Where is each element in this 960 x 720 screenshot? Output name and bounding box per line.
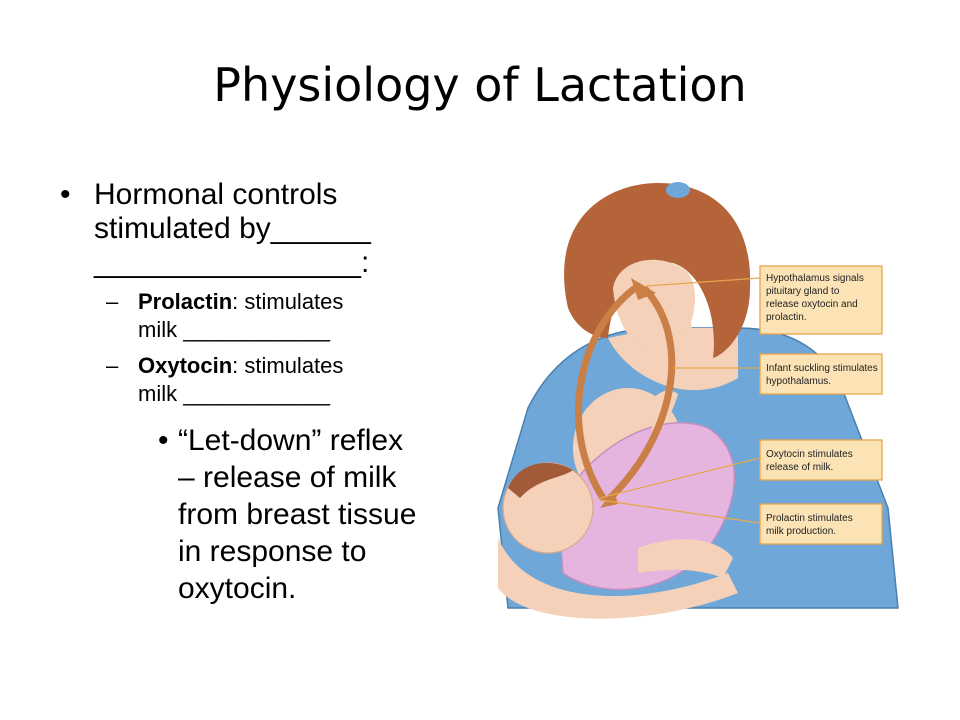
subbullet-prolactin: – Prolactin: stimulates milk ___________… — [60, 288, 460, 344]
callout-prolactin: Prolactin stimulates milk production. — [759, 503, 883, 545]
callout-line: Hypothalamus signals — [766, 273, 864, 284]
subbullet-line: milk ____________ — [138, 317, 331, 342]
bullet-dot-icon: • — [60, 178, 71, 211]
callout-leader-line — [599, 499, 761, 524]
callout-line: Infant suckling stimulates — [766, 363, 878, 374]
lactation-illustration: Hypothalamus signals pituitary gland to … — [497, 182, 899, 619]
callout-oxytocin: Oxytocin stimulates release of milk. — [759, 439, 883, 481]
letdown-line: “Let-down” reflex — [178, 424, 404, 457]
prolactin-text: : stimulates — [232, 289, 344, 314]
term-prolactin: Prolactin — [138, 289, 233, 314]
bullet-line: Hormonal controls — [94, 178, 338, 211]
callout-line: release oxytocin and — [766, 299, 858, 310]
letdown-line: in response to — [178, 535, 367, 568]
callout-leader-line — [599, 457, 761, 499]
bullet-line: ________________: — [94, 246, 370, 279]
mother-hand-shape — [638, 539, 733, 578]
callout-line: Oxytocin stimulates — [766, 449, 853, 460]
oxytocin-text: : stimulates — [232, 353, 344, 378]
callout-line: pituitary gland to — [766, 286, 840, 297]
callout-hypothalamus: Hypothalamus signals pituitary gland to … — [759, 265, 883, 335]
callout-line: Prolactin stimulates — [766, 513, 853, 524]
bullet-hormonal-controls: • Hormonal controls stimulated by______ … — [60, 178, 460, 280]
letdown-line: from breast tissue — [178, 498, 417, 531]
bullet-line: stimulated by______ — [94, 212, 371, 245]
callout-line: hypothalamus. — [766, 376, 831, 387]
hair-bow-shape — [666, 182, 690, 198]
term-oxytocin: Oxytocin — [138, 353, 233, 378]
mother-arm-shape — [498, 538, 738, 619]
callout-line: release of milk. — [766, 462, 833, 473]
letdown-line: – release of milk — [178, 461, 397, 494]
bullet-dot-icon: • — [158, 424, 169, 457]
subbullet-line: milk ____________ — [138, 381, 331, 406]
callout-leader-line — [645, 277, 761, 287]
bullet-letdown-reflex: • “Let-down” reflex – release of milk fr… — [60, 422, 460, 607]
callout-line: prolactin. — [766, 312, 807, 323]
dash-icon: – — [106, 289, 119, 314]
letdown-line: oxytocin. — [178, 572, 297, 605]
slide-title: Physiology of Lactation — [213, 58, 747, 112]
baby-hair-shape — [508, 462, 573, 498]
bullet-list: • Hormonal controls stimulated by______ … — [60, 178, 460, 607]
subbullet-line: Prolactin: stimulates — [138, 288, 460, 316]
dash-icon: – — [106, 353, 119, 378]
arrow-up-shape — [575, 282, 642, 502]
callout-infant-suckling: Infant suckling stimulates hypothalamus. — [759, 353, 883, 395]
subbullet-oxytocin: – Oxytocin: stimulates milk ____________ — [60, 352, 460, 408]
arrow-down-shape — [604, 286, 676, 504]
arrow-head-icon — [631, 278, 656, 300]
callout-line: milk production. — [766, 526, 836, 537]
subbullet-line: Oxytocin: stimulates — [138, 352, 460, 380]
